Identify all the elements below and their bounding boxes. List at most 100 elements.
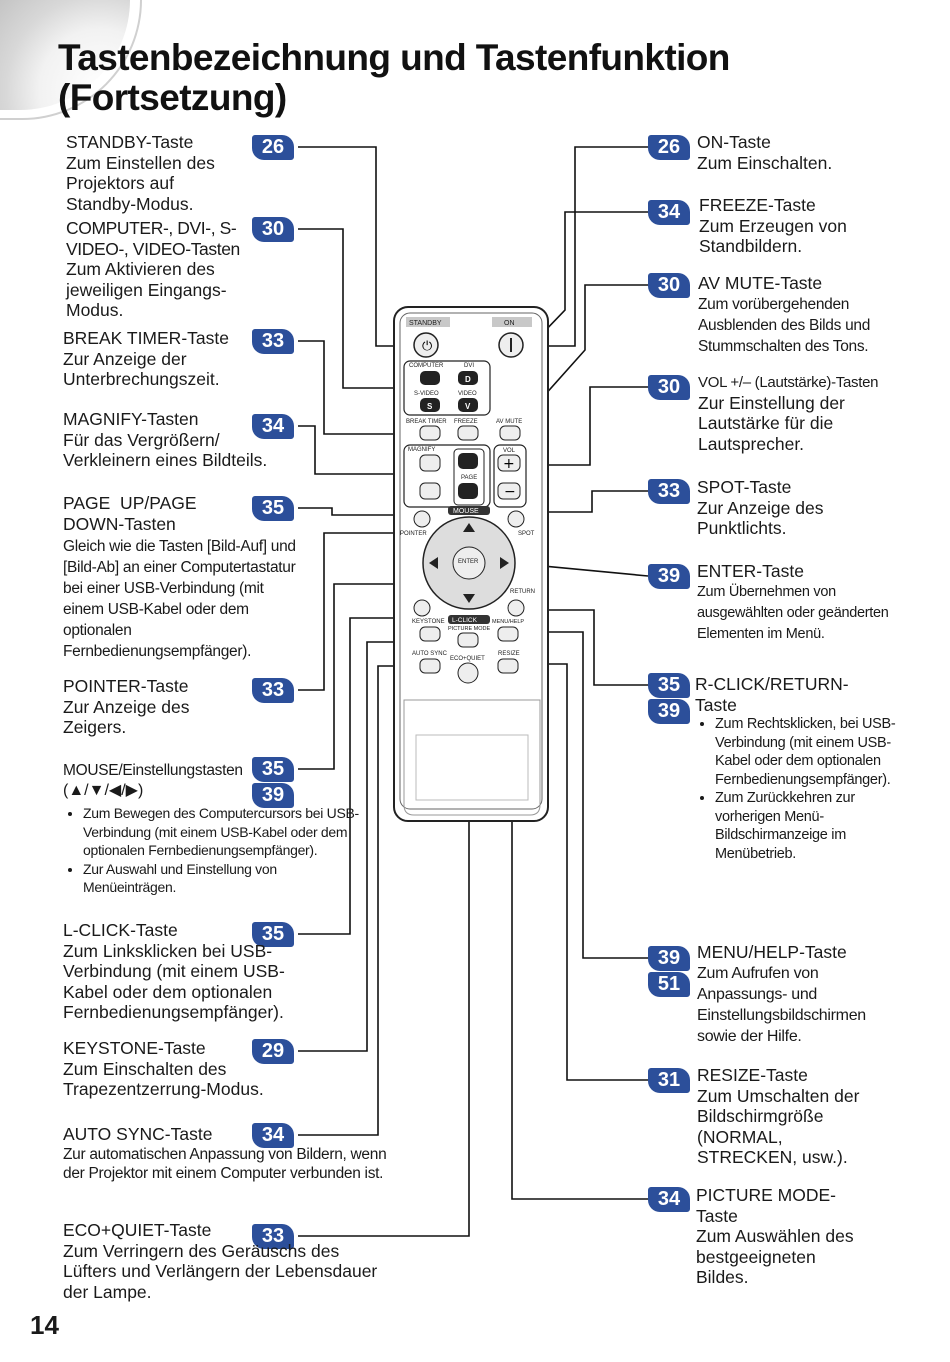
standby-button xyxy=(413,332,439,358)
remote-label-av-mute: AV MUTE xyxy=(496,419,522,425)
pointer-title: POINTER-Taste xyxy=(63,676,189,696)
standby-icon: ⏻ xyxy=(422,339,432,354)
break-timer-title: BREAK TIMER-Taste xyxy=(63,328,229,348)
keystone-title: KEYSTONE-Taste xyxy=(63,1038,206,1058)
vol-minus-button xyxy=(497,482,521,500)
mouse-bullet-item: Zur Auswahl und Einstellung von Menüeint… xyxy=(83,860,363,897)
on-text: Zum Einschalten. xyxy=(697,152,833,173)
mouse-left-arrow xyxy=(429,557,438,569)
magnify-text: Für das Vergrößern/ Verkleinern eines Bi… xyxy=(63,429,268,471)
page-ref-badge: 34 xyxy=(648,200,690,225)
av-mute-button xyxy=(499,425,521,441)
vol-plus-icon: + xyxy=(503,456,515,472)
picture-mode-button xyxy=(457,632,479,648)
menu-help-button xyxy=(497,626,519,642)
page-ref-badge: 33 xyxy=(252,678,294,703)
avmute-description: AV MUTE-Taste Zum vorübergehenden Ausble… xyxy=(698,273,898,357)
page-ref-badge: 30 xyxy=(252,217,294,242)
remote-label-enter: ENTER xyxy=(458,559,479,565)
page-ref-badge: 35 xyxy=(252,922,294,947)
line-spot xyxy=(530,490,648,513)
remote-label-mouse: MOUSE xyxy=(453,508,479,515)
freeze-description: FREEZE-Taste Zum Erzeugen von Standbilde… xyxy=(699,195,889,257)
resize-button xyxy=(497,658,519,674)
line-lclick xyxy=(298,617,418,935)
line-magnify xyxy=(298,425,418,475)
line-keystone xyxy=(298,641,418,1052)
remote-label-resize: RESIZE xyxy=(498,651,520,657)
line-rclick xyxy=(530,609,648,686)
freeze-button xyxy=(457,425,479,441)
page-ref-badge: 33 xyxy=(252,329,294,354)
avmute-text: Zum vorübergehenden Ausblenden des Bilds… xyxy=(698,295,871,355)
line-break-timer xyxy=(298,340,418,435)
remote-label-computer: COMPUTER xyxy=(409,363,444,369)
vol-title: VOL +/– (Lautstärke)-Tasten xyxy=(698,374,879,391)
remote-label-menu-help: MENU/HELP xyxy=(492,619,524,625)
svideo-button xyxy=(420,398,440,412)
page-ref-badge: 39 xyxy=(648,946,690,971)
line-computer xyxy=(298,228,418,389)
resize-text: Zum Umschalten der Bildschirmgröße (NORM… xyxy=(697,1085,860,1168)
standby-text: Zum Einstellen des Projektors auf Standb… xyxy=(66,152,215,214)
enter-text: Zum Übernehmen von ausgewählten oder geä… xyxy=(697,583,889,642)
rclick-bullets: Zum Rechtsklicken, bei USB-Verbindung (m… xyxy=(695,715,910,863)
spot-button xyxy=(507,510,525,528)
remote-label-page: PAGE xyxy=(461,475,477,481)
page-ref-badge: 30 xyxy=(648,375,690,400)
remote-label-standby: STANDBY xyxy=(409,320,442,327)
dvi-button xyxy=(458,371,478,385)
mouse-right-arrow xyxy=(500,557,509,569)
magnify-title: MAGNIFY-Tasten xyxy=(63,409,199,429)
remote-control-illustration: STANDBY ON ⏻ COMPUTER DVI D S-VIDEO VIDE… xyxy=(393,306,549,822)
computer-text: Zum Aktivieren des jeweiligen Eingangs-M… xyxy=(66,259,227,320)
page-down-button xyxy=(458,483,478,499)
remote-lower-panel xyxy=(403,699,541,816)
picture-title: PICTURE MODE-Taste xyxy=(696,1185,836,1226)
remote-label-spot: SPOT xyxy=(518,531,535,537)
line-pointer xyxy=(298,532,418,691)
page-ref-badge: 35 xyxy=(648,673,690,698)
dvi-key-letter: D xyxy=(465,375,471,384)
eco-text: Zum Verringern des Geräuschs des Lüfters… xyxy=(63,1240,378,1302)
avmute-title: AV MUTE-Taste xyxy=(698,273,823,293)
page-up-button xyxy=(458,453,478,469)
mouse-bullets: Zum Bewegen des Computercursors bei USB-… xyxy=(63,804,363,897)
autosync-text: Zur automatischen Anpassung von Bildern,… xyxy=(63,1145,387,1183)
picture-description: PICTURE MODE-Taste Zum Auswählen des bes… xyxy=(696,1185,871,1288)
line-eco xyxy=(298,680,470,1237)
mouse-up-arrow xyxy=(463,523,475,532)
keystone-button xyxy=(419,626,441,642)
computer-description: COMPUTER-, DVI-, S-VIDEO-, VIDEO-Tasten … xyxy=(66,218,248,321)
break-timer-description: BREAK TIMER-Taste Zur Anzeige der Unterb… xyxy=(63,328,248,390)
magnify-up-button xyxy=(419,454,441,472)
remote-label-keystone: KEYSTONE xyxy=(412,619,445,625)
pointer-button xyxy=(413,510,431,528)
lclick-description: L-CLICK-Taste Zum Linksklicken bei USB-V… xyxy=(63,920,318,1023)
input-button-group xyxy=(403,360,491,416)
rclick-button xyxy=(507,599,525,617)
remote-label-video: VIDEO xyxy=(458,391,477,397)
pointer-text: Zur Anzeige des Zeigers. xyxy=(63,696,190,738)
page-ref-badge: 33 xyxy=(648,479,690,504)
page-ref-badge: 35 xyxy=(252,496,294,521)
remote-label-picture-mode: PICTURE MODE xyxy=(448,626,491,632)
remote-label-dvi: DVI xyxy=(464,363,474,369)
page-ref-badge: 39 xyxy=(648,564,690,589)
page-ref-badge: 34 xyxy=(252,1123,294,1148)
spot-description: SPOT-Taste Zur Anzeige des Punktlichts. xyxy=(697,477,867,539)
mouse-title: MOUSE/Einstellungstasten xyxy=(63,762,243,779)
page-title: Tastenbezeichnung und Tastenfunktion (Fo… xyxy=(58,37,730,118)
resize-description: RESIZE-Taste Zum Umschalten der Bildschi… xyxy=(697,1065,877,1168)
remote-label-svideo: S-VIDEO xyxy=(414,391,439,397)
video-button xyxy=(458,398,478,412)
enter-description: ENTER-Taste Zum Übernehmen von ausgewähl… xyxy=(697,561,897,645)
rclick-title: R-CLICK/RETURN-Taste xyxy=(695,674,849,715)
mouse-down-arrow xyxy=(463,594,475,603)
lclick-text: Zum Linksklicken bei USB-Verbindung (mit… xyxy=(63,940,285,1023)
menu-description: MENU/HELP-Taste Zum Aufrufen von Anpassu… xyxy=(697,942,887,1047)
remote-label-eco-quiet: ECO+QUIET xyxy=(450,656,485,662)
remote-label-auto-sync: AUTO SYNC xyxy=(412,651,448,657)
enter-button xyxy=(452,546,486,580)
remote-label-on: ON xyxy=(504,320,515,327)
